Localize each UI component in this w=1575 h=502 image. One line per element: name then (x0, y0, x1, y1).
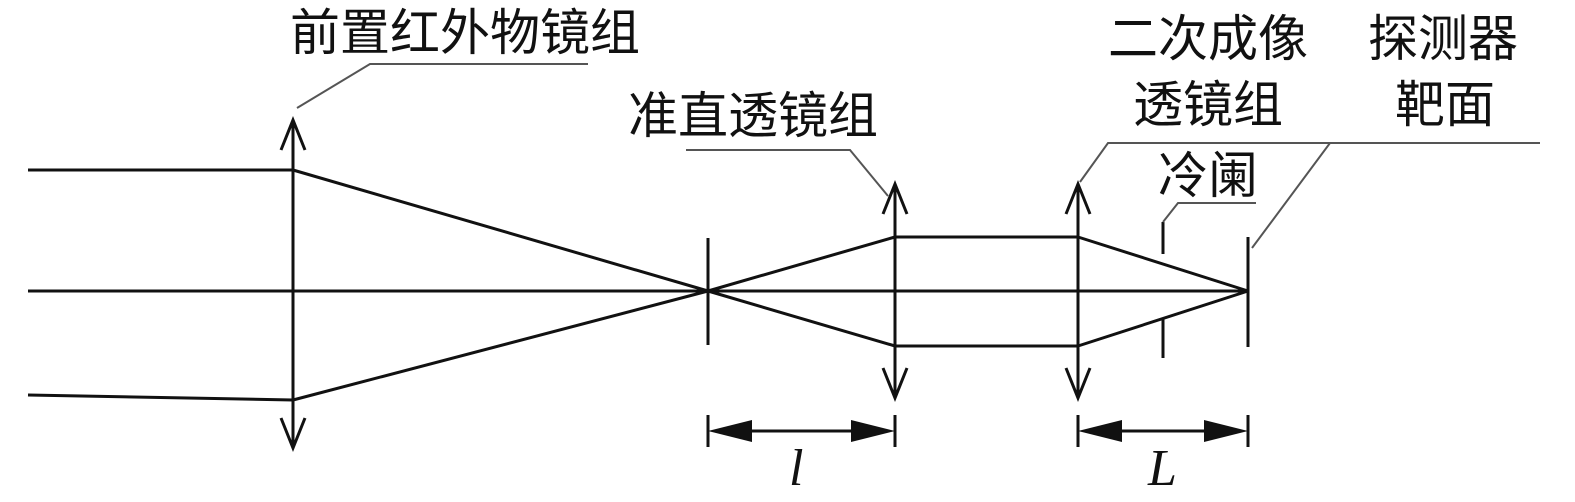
leader-cold-stop (1162, 202, 1256, 223)
label-collimating-group: 准直透镜组 (628, 87, 878, 145)
ray-upper-converge (292, 168, 709, 293)
leader-detector (1251, 142, 1540, 249)
ray-upper-final (1077, 235, 1249, 293)
collimating-lens (881, 179, 909, 403)
label-dimension-L: L (1147, 440, 1177, 497)
label-detector-line2: 靶面 (1395, 76, 1495, 134)
ray-lower-converge (292, 289, 709, 402)
secondary-imaging-lens (1064, 179, 1092, 403)
front-objective-lens (279, 115, 307, 453)
label-detector-line1: 探测器 (1368, 10, 1518, 68)
leader-collimating (686, 149, 889, 197)
label-secondary-imaging-line2: 透镜组 (1133, 76, 1283, 134)
label-dimension-l: l (789, 440, 803, 497)
dimension-L (1076, 415, 1250, 447)
label-cold-stop: 冷阑 (1158, 147, 1258, 205)
ray-lower-incoming (27, 393, 294, 402)
label-front-objective: 前置红外物镜组 (290, 4, 640, 62)
leader-secondary-imaging (1079, 142, 1333, 183)
dimension-l (706, 415, 897, 447)
label-secondary-imaging-line1: 二次成像 (1108, 10, 1308, 68)
leader-front-objective (296, 63, 588, 109)
ray-upper-diverge (707, 235, 896, 293)
ray-lower-diverge (707, 289, 896, 348)
